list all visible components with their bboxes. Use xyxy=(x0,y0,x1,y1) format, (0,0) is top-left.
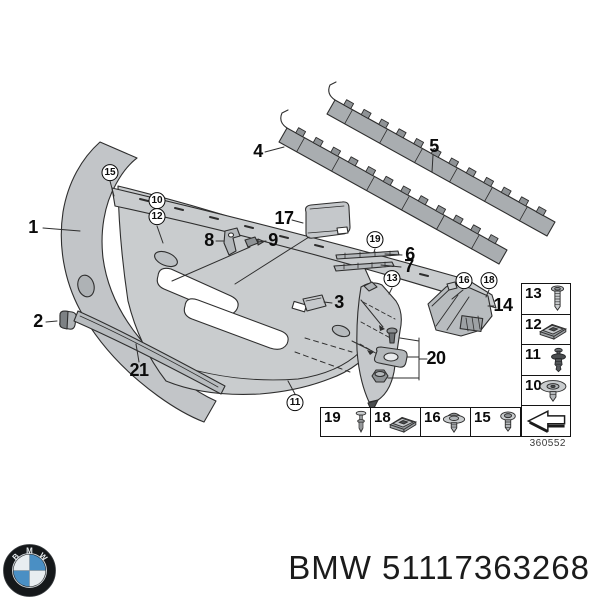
legend-item-15: 15 xyxy=(470,408,520,436)
legend-item-19: 19 xyxy=(321,408,370,436)
logo-letter-m: M xyxy=(26,547,33,556)
legend-item-label: 11 xyxy=(525,346,541,364)
bumper-outer-shell xyxy=(60,141,217,423)
bumper-side-section xyxy=(356,281,402,413)
cage-nut-icon xyxy=(538,318,568,341)
legend-item-label: 10 xyxy=(525,376,542,394)
lower-strip-21 xyxy=(73,310,226,395)
tow-hook-cover-17 xyxy=(305,201,351,239)
part-number: BMW 51117363268 xyxy=(288,549,590,586)
long-screw-icon xyxy=(547,285,568,313)
legend-item-label: 19 xyxy=(324,409,341,426)
legend-item-10: 10 xyxy=(522,374,570,406)
washer-screw-icon xyxy=(440,410,468,434)
blind-rivet-icon xyxy=(354,409,368,435)
legend-item-label: 13 xyxy=(525,285,542,302)
direction-arrow-icon xyxy=(524,408,568,434)
bumper-face xyxy=(117,185,387,395)
washer-rivet-icon xyxy=(538,379,568,403)
fastener-legend-row: 19 18 16 15 xyxy=(320,407,521,437)
legend-item-16: 16 xyxy=(420,408,470,436)
legend-item-label: 15 xyxy=(474,409,491,426)
plate-3 xyxy=(302,294,327,312)
logo-letter-b: B xyxy=(11,551,22,562)
drawing-number: 360552 xyxy=(529,438,566,449)
legend-item-13: 13 xyxy=(522,284,570,314)
legend-item-label: 18 xyxy=(374,409,391,426)
torx-screw-icon xyxy=(498,410,518,434)
legend-item-label: 12 xyxy=(525,315,542,333)
legend-item-11: 11 xyxy=(522,344,570,375)
legend-item-label: 16 xyxy=(424,409,441,426)
cap-2 xyxy=(59,310,77,330)
bmw-logo: B M W xyxy=(3,544,56,597)
legend-item-arrow xyxy=(522,405,570,436)
expansion-rivet-icon xyxy=(549,347,568,373)
bracket-8 xyxy=(223,227,241,256)
cage-nut-icon xyxy=(388,411,418,433)
mount-kit-20 xyxy=(371,327,408,383)
legend-item-12: 12 xyxy=(522,313,570,345)
side-bracket-14 xyxy=(427,281,493,337)
fastener-legend-column: 13 12 11 10 xyxy=(521,283,571,437)
leader-lines xyxy=(42,146,495,395)
legend-item-18: 18 xyxy=(370,408,420,436)
